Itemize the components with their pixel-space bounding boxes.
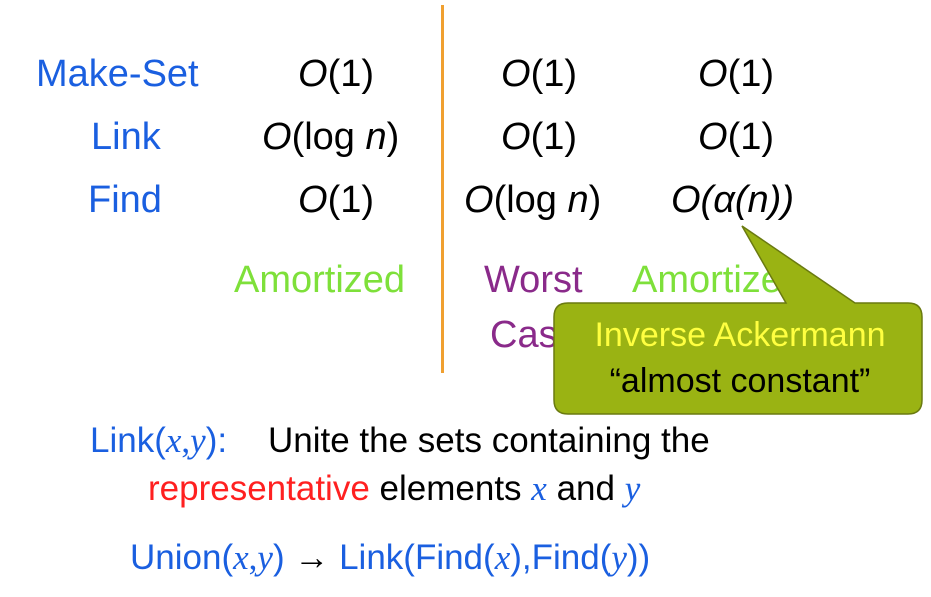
link-definition-signature: Link(x,y): bbox=[90, 421, 228, 460]
callout-title: Inverse Ackermann bbox=[594, 316, 886, 354]
row-label-find: Find bbox=[88, 179, 162, 221]
cell-find-amortized2: O(α(n)) bbox=[671, 179, 794, 221]
cell-link-amortized2: O(1) bbox=[698, 116, 775, 158]
callout-subtitle: “almost constant” bbox=[609, 362, 871, 400]
link-definition-line2: representative elements x and y bbox=[148, 469, 641, 508]
cell-make-set-amortized: O(1) bbox=[298, 53, 375, 95]
row-label-make-set: Make-Set bbox=[36, 53, 199, 95]
cell-link-worst: O(1) bbox=[501, 116, 578, 158]
cell-find-amortized: O(1) bbox=[298, 179, 375, 221]
column-label-worst: Worst bbox=[484, 259, 583, 301]
cell-make-set-amortized2: O(1) bbox=[698, 53, 775, 95]
column-label-amortized: Amortized bbox=[234, 259, 406, 301]
link-definition-text: Unite the sets containing the bbox=[268, 421, 710, 460]
column-divider bbox=[441, 5, 444, 373]
row-label-link: Link bbox=[91, 116, 161, 158]
union-definition: Union(x,y) → Link(Find(x),Find(y)) bbox=[130, 538, 651, 577]
cell-link-amortized: O(log n) bbox=[262, 116, 400, 158]
cell-make-set-worst: O(1) bbox=[501, 53, 578, 95]
cell-find-worst: O(log n) bbox=[464, 179, 602, 221]
